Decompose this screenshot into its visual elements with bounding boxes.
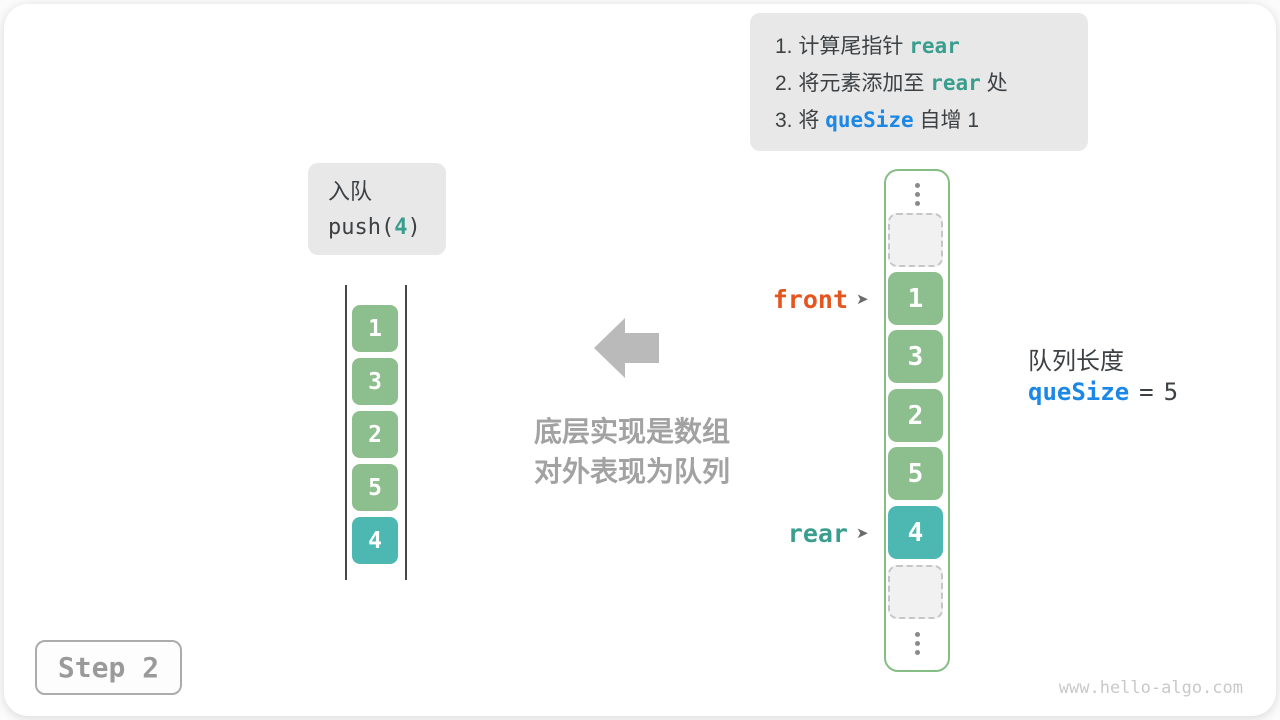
code-token-quesize: queSize: [825, 108, 914, 132]
array-cell: 1: [352, 305, 398, 352]
instruction-line-1: 1. 计算尾指针 rear: [775, 28, 1088, 65]
code-token-quesize: queSize: [1028, 378, 1130, 406]
queue-cell: 3: [888, 330, 943, 383]
dot-icon: [914, 650, 920, 655]
operation-label: 入队: [328, 179, 373, 204]
queue-cell-empty: [888, 565, 943, 619]
code-token-rear: rear: [909, 34, 960, 58]
array-cell: 3: [352, 358, 398, 405]
queue-length-label: 队列长度: [1028, 348, 1124, 375]
instruction-text: 2. 将元素添加至: [775, 72, 931, 95]
left-arrow-icon: [624, 333, 659, 363]
code-push-close: ): [407, 215, 421, 240]
equals-sign: =: [1139, 378, 1154, 406]
array-wall-right: [405, 285, 407, 580]
array-wall-left: [345, 285, 347, 580]
code-push-arg: 4: [394, 215, 408, 240]
array-cell: 2: [352, 411, 398, 458]
dot-icon: [914, 192, 920, 197]
pointer-arrow-icon: ➤: [856, 291, 869, 308]
step-badge: Step 2: [35, 640, 182, 695]
queue-length-value: 5: [1163, 378, 1179, 406]
instruction-text: 3. 将: [775, 109, 826, 132]
queue-cell: 1: [888, 272, 943, 325]
operation-box: 入队 push(4): [308, 163, 446, 255]
pointer-arrow-icon: ➤: [856, 525, 869, 542]
center-caption: 底层实现是数组 对外表现为队列: [512, 412, 752, 492]
instruction-box: 1. 计算尾指针 rear 2. 将元素添加至 rear 处 3. 将 queS…: [750, 13, 1088, 151]
dot-icon: [914, 641, 920, 646]
instruction-text: 处: [980, 72, 1008, 95]
array-cell: 5: [352, 464, 398, 511]
array-cell-highlight: 4: [352, 517, 398, 564]
queue-length-code: queSize = 5: [1028, 378, 1178, 406]
code-token-rear: rear: [930, 71, 981, 95]
site-watermark: www.hello-algo.com: [1058, 678, 1243, 698]
instruction-text: 1. 计算尾指针: [775, 35, 910, 58]
rear-pointer-label: rear: [787, 519, 848, 548]
left-arrow-icon: [594, 318, 625, 378]
code-push-open: push(: [328, 215, 395, 240]
ellipsis-dots-bottom: [884, 632, 950, 655]
instruction-text: 自增 1: [913, 109, 980, 132]
instruction-line-3: 3. 将 queSize 自增 1: [775, 102, 1088, 139]
step-badge-label: Step 2: [57, 651, 160, 684]
dot-icon: [914, 183, 920, 188]
dot-icon: [914, 632, 920, 637]
dot-icon: [914, 201, 920, 206]
caption-line-1: 底层实现是数组: [533, 416, 730, 447]
ellipsis-dots-top: [884, 183, 950, 206]
queue-cell: 5: [888, 447, 943, 500]
queue-cell-empty: [888, 213, 943, 267]
queue-cell: 2: [888, 389, 943, 442]
front-pointer-label: front: [772, 285, 848, 314]
queue-cell-highlight: 4: [888, 506, 943, 559]
instruction-line-2: 2. 将元素添加至 rear 处: [775, 65, 1088, 102]
operation-code: push(4): [328, 210, 446, 246]
caption-line-2: 对外表现为队列: [533, 456, 730, 487]
